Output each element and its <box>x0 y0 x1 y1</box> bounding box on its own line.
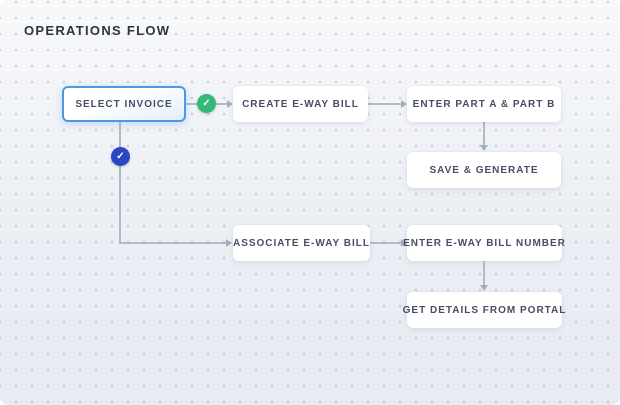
arrowhead-into-details-icon <box>480 285 488 291</box>
arrowhead-into-associate-icon <box>226 239 232 247</box>
node-create-eway-bill[interactable]: CREATE E-WAY BILL <box>233 86 368 122</box>
node-enter-part-a-b[interactable]: ENTER PART A & PART B <box>407 86 561 122</box>
arrowhead-into-enterpart-icon <box>401 100 407 108</box>
connector-enterpart-to-save <box>483 122 485 145</box>
connector-create-to-enterpart <box>368 103 401 105</box>
node-create-eway-bill-label: CREATE E-WAY BILL <box>242 98 359 110</box>
node-get-details-from-portal[interactable]: GET DETAILS FROM PORTAL <box>403 292 565 328</box>
node-enter-eway-bill-number-label: ENTER E-WAY BILL NUMBER <box>403 237 566 249</box>
node-get-details-from-portal-label: GET DETAILS FROM PORTAL <box>402 304 567 316</box>
node-select-invoice[interactable]: SELECT INVOICE <box>62 86 186 122</box>
connector-branch-to-associate <box>119 242 226 244</box>
check-circle-blue-icon[interactable]: ✓ <box>111 147 130 166</box>
check-circle-green-icon[interactable]: ✓ <box>197 94 216 113</box>
node-enter-part-a-b-label: ENTER PART A & PART B <box>412 98 556 110</box>
page-title: OPERATIONS FLOW <box>24 23 171 38</box>
node-save-generate-label: SAVE & GENERATE <box>429 164 539 176</box>
node-associate-eway-bill[interactable]: ASSOCIATE E-WAY BILL <box>233 225 370 261</box>
arrowhead-into-number-icon <box>401 239 407 247</box>
node-save-generate[interactable]: SAVE & GENERATE <box>407 152 561 188</box>
node-enter-eway-bill-number[interactable]: ENTER E-WAY BILL NUMBER <box>403 225 565 261</box>
arrowhead-into-save-icon <box>480 145 488 151</box>
connector-associate-to-number <box>370 242 401 244</box>
node-select-invoice-label: SELECT INVOICE <box>75 98 173 110</box>
node-associate-eway-bill-label: ASSOCIATE E-WAY BILL <box>232 237 371 249</box>
connector-select-branch-down <box>119 122 121 244</box>
connector-number-to-details <box>483 261 485 285</box>
arrowhead-into-create-icon <box>227 100 233 108</box>
